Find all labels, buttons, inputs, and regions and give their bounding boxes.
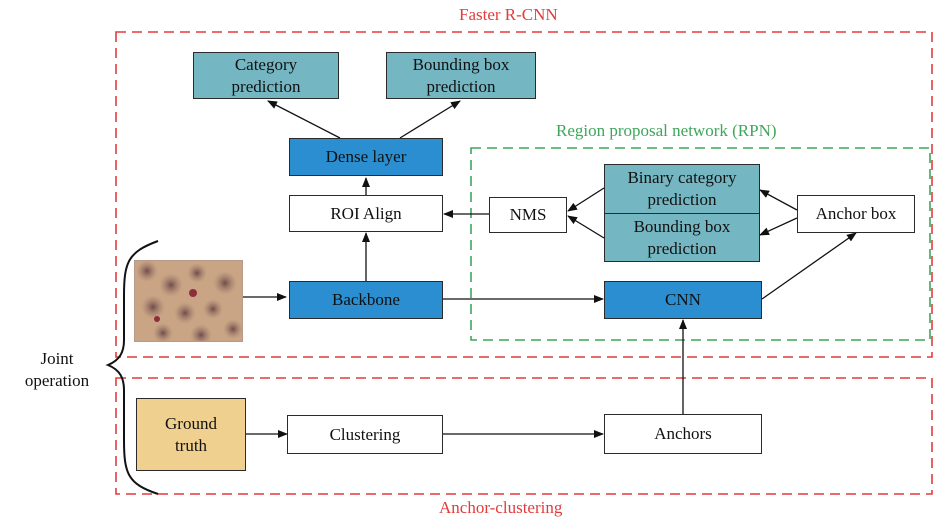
arrow-anchorbox-to-binary (759, 189, 798, 211)
binary-category-prediction-block: Binary category prediction (604, 164, 760, 214)
bbox-prediction-block: Bounding box prediction (386, 52, 536, 99)
rpn-region (470, 147, 931, 341)
arrow-cnn-to-anchorbox (761, 232, 857, 300)
input-image (134, 260, 243, 342)
arrow-dense-to-bbox (399, 100, 461, 139)
anchor-box-block: Anchor box (797, 195, 915, 233)
clustering-block: Clustering (287, 415, 443, 454)
roi-align-block: ROI Align (289, 195, 443, 232)
anchors-block: Anchors (604, 414, 762, 454)
faster-rcnn-label: Faster R-CNN (459, 5, 558, 24)
anchor-clustering-region (115, 377, 933, 495)
arrow-anchorbox-to-bbox-rpn (759, 217, 798, 236)
rpn-label: Region proposal network (RPN) (556, 121, 777, 140)
arrow-binary-to-nms (567, 187, 605, 212)
category-prediction-block: Category prediction (193, 52, 339, 99)
dense-layer-block: Dense layer (289, 138, 443, 176)
backbone-block: Backbone (289, 281, 443, 319)
rpn-bbox-prediction-block: Bounding box prediction (604, 213, 760, 262)
faster-rcnn-region (115, 31, 933, 358)
joint-operation-brace (105, 240, 159, 495)
nms-block: NMS (489, 197, 567, 233)
anchor-clustering-label: Anchor-clustering (439, 498, 563, 517)
microscopy-texture-icon (135, 261, 242, 341)
ground-truth-block: Ground truth (136, 398, 246, 471)
joint-operation-label: Joint operation (24, 349, 90, 390)
arrow-dense-to-category (267, 100, 341, 139)
cnn-block: CNN (604, 281, 762, 319)
arrow-bbox-rpn-to-nms (567, 215, 605, 239)
